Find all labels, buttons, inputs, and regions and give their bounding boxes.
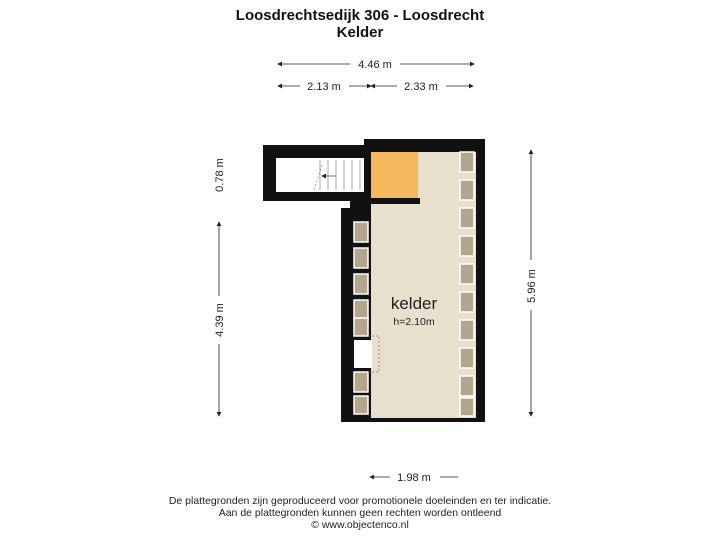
dimension-split-width: 2.13 m 2.33 m: [277, 81, 474, 93]
disclaimer-line-2: Aan de plattegronden kunnen geen rechten…: [218, 507, 502, 519]
dimension-right-width-label: 2.33 m: [404, 81, 438, 93]
kelder-floor: [369, 152, 476, 418]
dimension-total-length-label: 5.96 m: [526, 269, 538, 303]
insulation-panels-left: [353, 221, 369, 415]
dimension-bottom-width: 1.98 m: [369, 472, 458, 484]
dimension-bottom-width-label: 1.98 m: [397, 472, 431, 484]
dimension-left-length-label: 4.39 m: [214, 303, 226, 337]
dimension-stair-depth: 0.78 m: [214, 158, 226, 192]
copyright-line: © www.objectenco.nl: [311, 519, 409, 531]
floor-title: Kelder: [336, 24, 384, 41]
doorway-niche: [354, 335, 380, 373]
dimension-stair-depth-label: 0.78 m: [214, 158, 226, 192]
disclaimer-line-1: De plattegronden zijn geproduceerd voor …: [168, 495, 552, 507]
staircase: [263, 145, 371, 201]
room-name: kelder: [391, 294, 438, 313]
stair-landing: [371, 152, 418, 198]
room-height: h=2.10m: [393, 316, 434, 328]
dimension-left-width-label: 2.13 m: [307, 81, 341, 93]
address-title: Loosdrechtsedijk 306 - Loosdrecht: [235, 7, 485, 24]
dimension-left-length: 4.39 m: [214, 221, 226, 417]
dimension-total-width: 4.46 m: [277, 59, 475, 71]
dimension-total-length: 5.96 m: [526, 149, 538, 417]
dimension-total-width-label: 4.46 m: [358, 59, 392, 71]
insulation-panels-right: [459, 151, 475, 417]
